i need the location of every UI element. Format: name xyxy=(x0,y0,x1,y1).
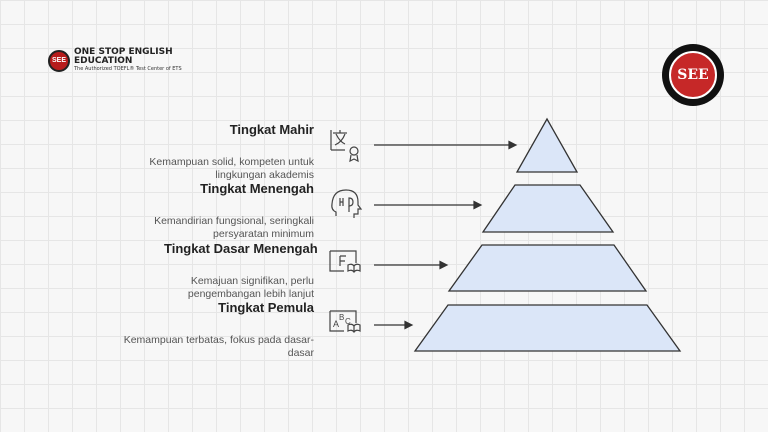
level-title: Tingkat Dasar Menengah xyxy=(164,241,318,256)
arrow-head-pemula xyxy=(404,320,414,330)
brand-seal-icon: SEE xyxy=(48,49,70,72)
pyramid-tier-pemula xyxy=(413,304,682,352)
head-tools-icon xyxy=(331,189,363,218)
level-mahir: Tingkat Mahir Kemampuan solid, kompeten … xyxy=(114,122,314,182)
level-description: Kemajuan signifikan, perlu pengembangan … xyxy=(187,275,314,300)
pyramid-tier-menengah xyxy=(481,184,615,233)
brand-line-2: EDUCATION xyxy=(74,56,133,66)
letter-f-book-icon xyxy=(329,250,361,274)
brand-badge-text: SEE xyxy=(669,51,717,99)
arrow-head-mahir xyxy=(508,140,518,150)
level-title: Tingkat Pemula xyxy=(218,300,314,315)
abc-icon-letter-b: B xyxy=(339,313,344,322)
brand-name: ONE STOP ENGLISH EDUCATION The Authorize… xyxy=(74,48,182,73)
pyramid-tier-dasar-menengah xyxy=(447,244,648,292)
abc-icon-letter-a: A xyxy=(333,319,339,329)
level-menengah: Tingkat Menengah Kemandirian fungsional,… xyxy=(114,181,314,241)
brand-logo: SEE ONE STOP ENGLISH EDUCATION The Autho… xyxy=(48,48,182,73)
arrow-head-menengah xyxy=(473,200,483,210)
level-pemula: Tingkat Pemula Kemampuan terbatas, fokus… xyxy=(104,300,314,360)
abc-icon-letter-c: C xyxy=(345,317,351,326)
brand-line-1: ONE STOP ENGLISH xyxy=(74,47,173,57)
arrow-head-dasar-menengah xyxy=(439,260,449,270)
level-description: Kemampuan terbatas, fokus pada dasar-das… xyxy=(123,334,314,359)
brand-badge: SEE xyxy=(662,44,724,106)
level-dasar-menengah: Tingkat Dasar Menengah Kemajuan signifik… xyxy=(164,241,318,301)
translate-certificate-icon xyxy=(330,130,359,163)
level-title: Tingkat Mahir xyxy=(229,122,314,137)
level-description: Kemandirian fungsional, seringkali persy… xyxy=(154,215,314,240)
pyramid-tier-mahir xyxy=(515,117,579,173)
level-title: Tingkat Menengah xyxy=(200,181,314,196)
brand-tagline: The Authorized TOEFL® Test Center of ETS xyxy=(74,66,182,72)
level-description: Kemampuan solid, kompeten untuk lingkung… xyxy=(149,156,314,181)
abc-book-icon xyxy=(329,310,361,334)
